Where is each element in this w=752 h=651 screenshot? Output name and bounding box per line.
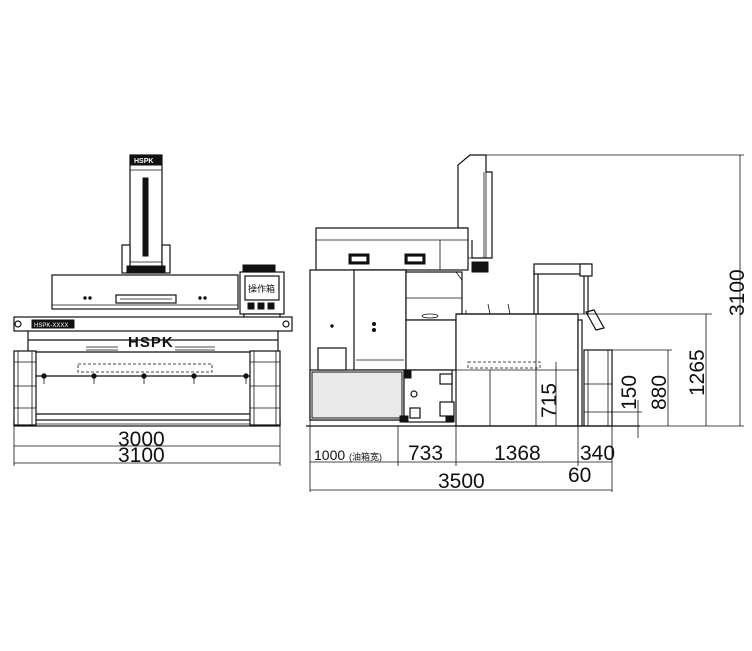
ram-column: HSPK — [121, 154, 171, 274]
dim-1368: 1368 — [494, 442, 541, 465]
dim-715: 715 — [538, 383, 561, 418]
dim-3100-front: 3100 — [118, 444, 165, 467]
dim-1000: 1000 — [314, 447, 345, 463]
bed-beam: HSPK-XXXX HSPK — [13, 316, 293, 351]
dim-340: 340 — [580, 442, 615, 465]
side-view: 3100 1265 880 150 715 1000 (油箱宽) 733 — [306, 154, 749, 493]
side-vertical-dimensions: 3100 1265 880 150 715 — [486, 154, 749, 438]
dim-3000: 3000 — [118, 428, 165, 451]
side-ram — [457, 154, 493, 273]
dim-1000-note: (油箱宽) — [349, 451, 382, 462]
front-dimensions: 3000 3100 — [13, 426, 281, 467]
dim-733: 733 — [408, 442, 443, 465]
right-leg-frame — [249, 350, 281, 426]
operating-panel-label: 操作箱 — [248, 283, 275, 294]
side-head-housing — [315, 227, 469, 271]
side-cabinet — [309, 269, 407, 421]
side-horizontal-dimensions: 1000 (油箱宽) 733 1368 340 60 3500 — [309, 420, 615, 493]
front-logo: HSPK — [128, 334, 174, 351]
dim-150: 150 — [618, 375, 641, 410]
dim-3500: 3500 — [438, 470, 485, 493]
svg-text:HSPK: HSPK — [134, 158, 153, 165]
dim-3100-side: 3100 — [726, 269, 749, 316]
dim-60: 60 — [568, 464, 591, 487]
side-column-body — [399, 271, 463, 423]
dim-1265: 1265 — [686, 349, 709, 396]
front-view: HSPK 操作箱 — [13, 154, 293, 467]
dim-880: 880 — [648, 375, 671, 410]
side-work-tank — [455, 263, 605, 427]
svg-text:HSPK-XXXX: HSPK-XXXX — [34, 323, 68, 329]
side-step-ladder — [583, 349, 613, 427]
head-housing — [51, 274, 239, 310]
left-leg-frame — [13, 350, 37, 426]
